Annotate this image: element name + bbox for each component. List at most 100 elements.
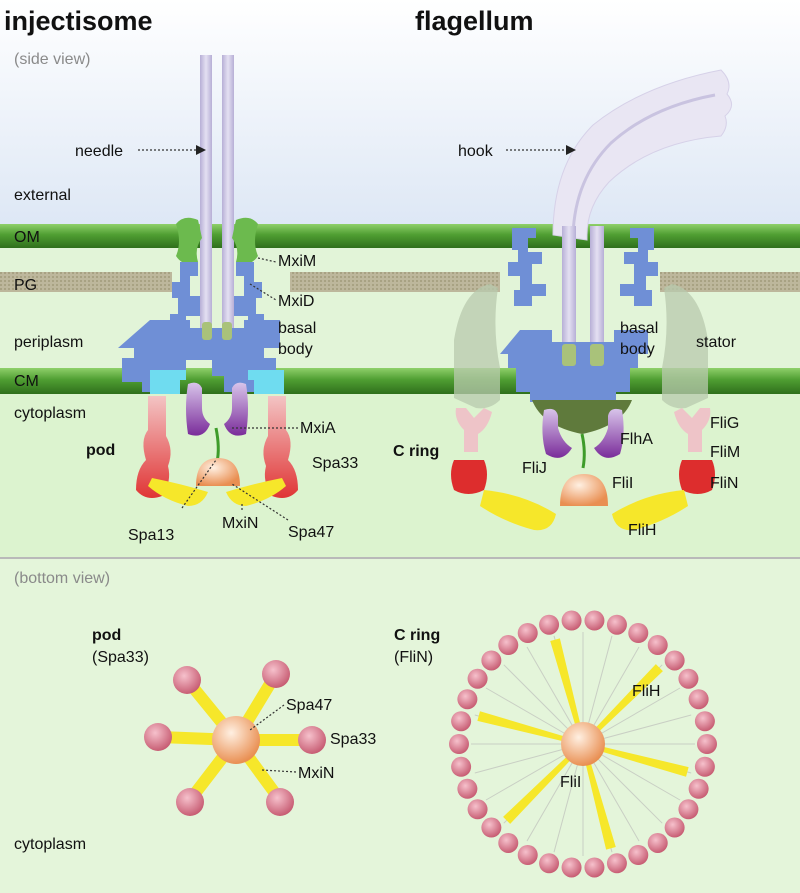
stator-right	[662, 284, 708, 409]
flha-right	[594, 408, 624, 458]
needle-right	[222, 55, 234, 345]
cm-label: CM	[14, 373, 39, 390]
flih-label: FliH	[628, 522, 656, 539]
flin-dot	[664, 650, 685, 671]
flin-left	[451, 460, 487, 494]
flih-spoke	[503, 742, 585, 824]
cm-ring-left	[150, 370, 186, 394]
flag-basal-label-1: basal	[620, 320, 658, 337]
flih-bottom-label: FliH	[632, 683, 660, 700]
cring-spokes	[471, 632, 695, 856]
injectisome-title: injectisome	[4, 6, 153, 36]
side-view-label: (side view)	[14, 51, 90, 68]
flin-dot	[467, 799, 488, 820]
flin-dot	[647, 832, 668, 853]
flin-dot	[606, 614, 627, 635]
flagellum-rod-base-right	[590, 344, 604, 366]
spa47-hub	[212, 716, 260, 764]
flih-spoke	[581, 743, 616, 850]
flih-spoke	[582, 742, 689, 777]
flin-dot	[561, 857, 582, 878]
flin-dot	[694, 756, 715, 777]
flij-stalk	[580, 433, 586, 469]
peptidoglycan-right	[660, 272, 800, 292]
lp-ring-right	[620, 228, 658, 306]
spa47-bottom-leader	[249, 704, 285, 731]
cring-dots	[449, 610, 717, 878]
inj-basal-label-1: basal	[278, 320, 316, 337]
flii-hub	[561, 722, 605, 766]
spa13-leader	[181, 459, 217, 509]
flin-dot	[457, 778, 478, 799]
flih-spoke	[477, 711, 584, 746]
spa33-dot	[173, 666, 201, 694]
spa47-label: Spa47	[288, 524, 334, 541]
mxim-left	[176, 217, 202, 264]
spa33-bottom-label: Spa33	[330, 731, 376, 748]
flin-dot	[517, 622, 538, 643]
spa33-dot	[144, 723, 172, 751]
spa33-dot	[176, 788, 204, 816]
pod-bottom-view	[144, 660, 326, 816]
inj-basal-label-2: body	[278, 341, 313, 358]
flin-dot	[688, 689, 709, 710]
rod-right	[590, 226, 604, 350]
mxia-left	[186, 382, 210, 436]
flih-spoke	[581, 664, 663, 746]
flin-dot	[449, 734, 469, 754]
flin-dot	[451, 756, 472, 777]
mxid-left	[170, 262, 200, 334]
cring-bottom-view	[449, 610, 717, 878]
flij-label: FliJ	[522, 460, 547, 477]
flagellum-structure	[451, 69, 732, 531]
flih-left	[480, 490, 556, 531]
mxin-left	[148, 478, 208, 506]
flin-label: FliN	[710, 475, 738, 492]
flii-bottom-label: FliI	[560, 774, 581, 791]
mxid-right	[234, 262, 264, 334]
flin-dot	[584, 610, 605, 631]
flin-dot	[561, 610, 582, 631]
flii-label: FliI	[612, 475, 633, 492]
pod-right	[263, 396, 298, 498]
mxia-right	[224, 382, 248, 436]
cytoplasm-bottom-label: cytoplasm	[14, 836, 86, 853]
flagellum-title: flagellum	[415, 6, 534, 36]
stator-label: stator	[696, 334, 737, 351]
mxid-label: MxiD	[278, 293, 314, 310]
flin-dot	[481, 650, 502, 671]
cring-bottom-subtitle: (FliN)	[394, 649, 433, 666]
hook-arrowhead	[566, 145, 576, 155]
injectisome-structure	[118, 55, 298, 506]
mxim-label: MxiM	[278, 253, 316, 270]
flin-dot	[694, 711, 715, 732]
flih-right	[612, 490, 688, 531]
flag-basal-label-2: body	[620, 341, 655, 358]
mxid-leader	[249, 283, 277, 301]
pod-left	[136, 396, 171, 498]
bottom-view-label: (bottom view)	[14, 570, 110, 587]
flin-dot	[481, 817, 502, 838]
spa13-label: Spa13	[128, 527, 174, 544]
flin-dot	[457, 689, 478, 710]
needle-arrowhead	[196, 145, 206, 155]
lp-ring-left	[508, 228, 546, 306]
cring-label: C ring	[393, 443, 439, 460]
spa33-label: Spa33	[312, 455, 358, 472]
spa47-leader	[231, 483, 289, 521]
mxin-bottom-label: MxiN	[298, 765, 334, 782]
flih-spoke	[550, 638, 585, 745]
mxin-right	[226, 478, 286, 506]
bottom-background	[0, 559, 800, 893]
flha-left	[542, 408, 572, 458]
flin-dot	[678, 799, 699, 820]
leader-lines	[138, 149, 566, 773]
cytoplasm-label: cytoplasm	[14, 405, 86, 422]
flim-label: FliM	[710, 444, 740, 461]
hook	[552, 69, 732, 241]
flagellum-rod-base-left	[562, 344, 576, 366]
flin-dot	[539, 614, 560, 635]
cm-ring-right	[248, 370, 284, 394]
